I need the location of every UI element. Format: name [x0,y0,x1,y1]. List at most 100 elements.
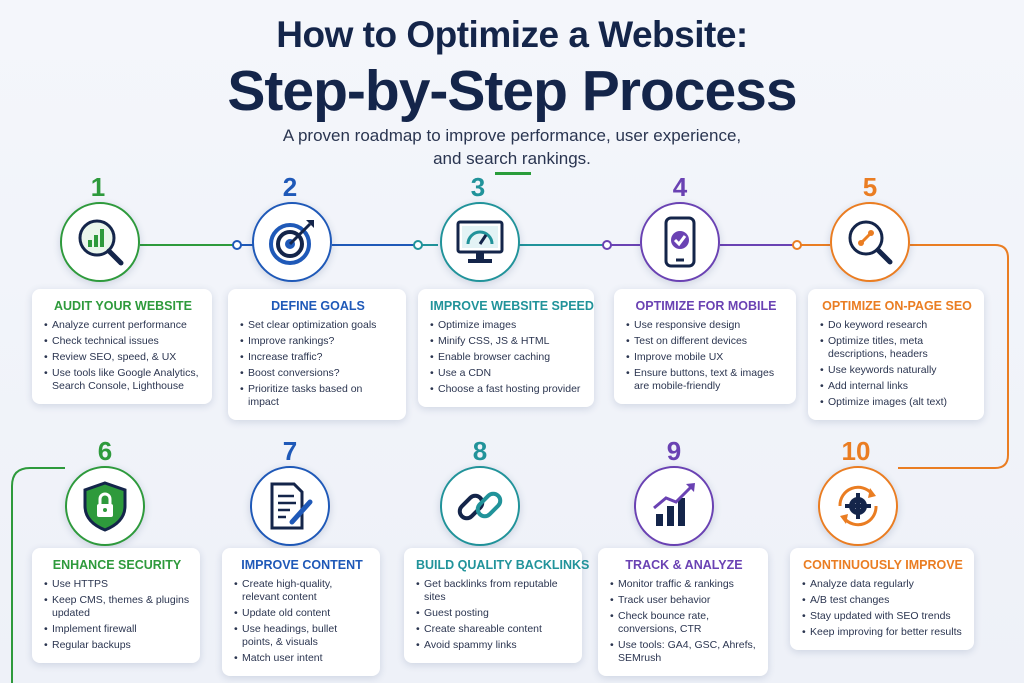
step-1-card: AUDIT YOUR WEBSITE Analyze current perfo… [32,289,212,404]
list-item: Improve mobile UX [626,351,786,364]
step-9-icon-circle [634,466,714,546]
step-4-icon-circle [640,202,720,282]
step-4-list: Use responsive design Test on different … [626,319,786,393]
step-8-list: Get backlinks from reputable sites Guest… [416,578,572,652]
list-item: Create high-quality, relevant content [234,578,370,604]
mobile-check-icon [664,216,696,268]
step-1-number: 1 [90,172,106,202]
step-3-number: 3 [470,172,486,202]
list-item: Use HTTPS [44,578,190,591]
subtitle-line-1: A proven roadmap to improve performance,… [282,126,742,145]
step-4-title: OPTIMIZE FOR MOBILE [635,299,777,313]
document-pencil-icon [270,482,313,530]
chain-link-icon [457,491,503,521]
step-5-number: 5 [862,172,878,202]
list-item: Check technical issues [44,335,202,348]
list-item: Monitor traffic & rankings [610,578,758,591]
step-1-icon-circle [60,202,140,282]
shield-lock-icon [83,481,127,532]
list-item: Track user behavior [610,594,758,607]
list-item: Get backlinks from reputable sites [416,578,572,604]
step-6-card: ENHANCE SECURITY Use HTTPS Keep CMS, the… [32,548,200,663]
step-6-list: Use HTTPS Keep CMS, themes & plugins upd… [44,578,190,652]
step-3-list: Optimize images Minify CSS, JS & HTML En… [430,319,584,396]
step-3-title: IMPROVE WEBSITE SPEED [430,299,594,313]
step-8-card: BUILD QUALITY BACKLINKS Get backlinks fr… [404,548,590,663]
step-10-icon-circle [818,466,898,546]
list-item: Ensure buttons, text & images are mobile… [626,367,786,393]
step-9-card: TRACK & ANALYZE Monitor traffic & rankin… [598,548,768,676]
list-item: Check bounce rate, conversions, CTR [610,610,758,636]
list-item: Update old content [234,607,370,620]
step-5-icon-circle [830,202,910,282]
list-item: Keep CMS, themes & plugins updated [44,594,190,620]
title-line-2: Step-by-Step Process [227,59,797,123]
list-item: Use keywords naturally [820,364,974,377]
step-1-title: AUDIT YOUR WEBSITE [54,299,192,313]
list-item: Avoid spammy links [416,639,572,652]
step-9-title: TRACK & ANALYZE [625,558,743,572]
step-2-number: 2 [282,172,298,202]
title-accent-bar [495,172,531,175]
step-3-icon-circle [440,202,520,282]
list-item: Boost conversions? [240,367,396,380]
list-item: Optimize titles, meta descriptions, head… [820,335,974,361]
step-7-title: IMPROVE CONTENT [241,558,363,572]
subtitle: A proven roadmap to improve performance,… [212,124,812,170]
target-arrow-icon [269,220,314,265]
step-9-number: 9 [666,436,682,466]
list-item: Use tools: GA4, GSC, Ahrefs, SEMrush [610,639,758,665]
list-item: Increase traffic? [240,351,396,364]
list-item: Stay updated with SEO trends [802,610,964,623]
step-2-icon-circle [252,202,332,282]
subtitle-line-2: and search rankings. [433,149,591,168]
list-item: Add internal links [820,380,974,393]
list-item: Keep improving for better results [802,626,964,639]
step-8-number: 8 [472,436,488,466]
list-item: Set clear optimization goals [240,319,396,332]
monitor-speedometer-icon [456,220,504,263]
step-2-list: Set clear optimization goals Improve ran… [240,319,396,409]
list-item: Guest posting [416,607,572,620]
step-7-card: IMPROVE CONTENT Create high-quality, rel… [222,548,380,676]
step-9-list: Monitor traffic & rankings Track user be… [610,578,758,665]
step-4-number: 4 [672,172,688,202]
step-3-card: IMPROVE WEBSITE SPEED Optimize images Mi… [418,289,594,407]
list-item: A/B test changes [802,594,964,607]
step-6-title: ENHANCE SECURITY [52,558,182,572]
list-item: Test on different devices [626,335,786,348]
step-2-card: DEFINE GOALS Set clear optimization goal… [228,289,406,420]
step-5-title: OPTIMIZE ON-PAGE SEO [822,299,972,313]
list-item: Analyze current performance [44,319,202,332]
step-6-icon-circle [65,466,145,546]
seo-magnifier-icon [848,220,893,265]
step-10-number: 10 [841,436,871,466]
list-item: Choose a fast hosting provider [430,383,584,396]
list-item: Create shareable content [416,623,572,636]
step-8-icon-circle [440,466,520,546]
step-7-number: 7 [282,436,298,466]
list-item: Optimize images [430,319,584,332]
list-item: Enable browser caching [430,351,584,364]
list-item: Match user intent [234,652,370,665]
magnifier-bar-chart-icon [78,219,124,266]
step-8-title: BUILD QUALITY BACKLINKS [416,558,590,572]
list-item: Use responsive design [626,319,786,332]
growth-chart-icon [653,483,695,526]
list-item: Regular backups [44,639,190,652]
step-7-icon-circle [250,466,330,546]
list-item: Prioritize tasks based on impact [240,383,396,409]
list-item: Improve rankings? [240,335,396,348]
step-5-list: Do keyword research Optimize titles, met… [820,319,974,409]
step-10-card: CONTINUOUSLY IMPROVE Analyze data regula… [790,548,974,650]
step-10-title: CONTINUOUSLY IMPROVE [803,558,963,572]
list-item: Use a CDN [430,367,584,380]
list-item: Minify CSS, JS & HTML [430,335,584,348]
list-item: Do keyword research [820,319,974,332]
list-item: Use headings, bullet points, & visuals [234,623,370,649]
title-line-1: How to Optimize a Website: [276,14,748,55]
step-7-list: Create high-quality, relevant content Up… [234,578,370,665]
step-1-list: Analyze current performance Check techni… [44,319,202,393]
step-6-number: 6 [97,436,113,466]
